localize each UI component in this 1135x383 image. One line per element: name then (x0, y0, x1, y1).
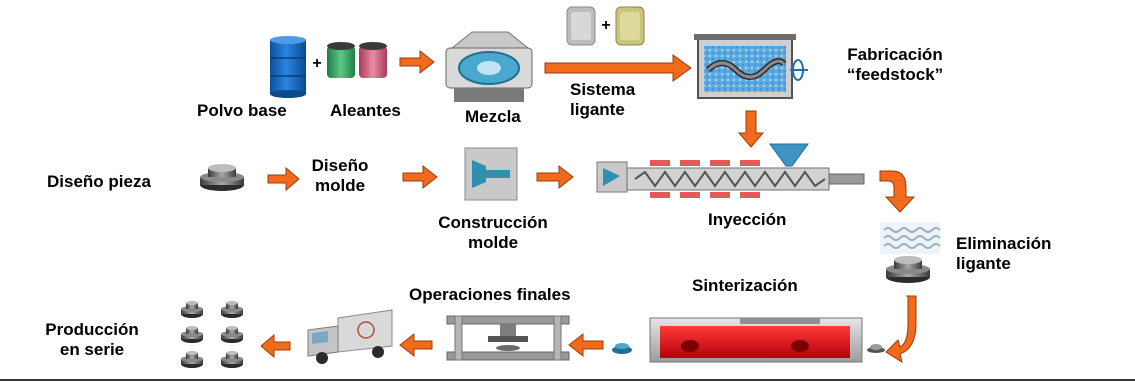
label-sinterizacion: Sinterización (692, 276, 798, 295)
plus-sign: + (601, 17, 610, 34)
powder-barrel-icon (270, 36, 306, 98)
label-line: en serie (59, 340, 125, 359)
label-line: ligante (956, 254, 1011, 273)
label-produccion-en-serie: Producción en serie (28, 320, 156, 360)
flow-arrow (267, 166, 300, 192)
feedstock-mixer-icon (694, 34, 808, 99)
flow-arrow (544, 54, 692, 82)
label-line: Fabricación (847, 45, 943, 64)
label-line: Diseño (311, 156, 369, 175)
small-part-icon (867, 344, 885, 353)
label-line: Eliminación (956, 234, 1052, 253)
mixer-icon (445, 31, 533, 102)
label-line: molde (467, 233, 519, 252)
label-line: “feedstock” (846, 65, 944, 84)
flow-arrow (737, 110, 765, 148)
label-fabricacion-feedstock: Fabricación “feedstock” (832, 45, 958, 85)
mold-icon (464, 147, 518, 201)
label-line: Sistema (570, 80, 636, 99)
label-line: Producción (45, 320, 139, 339)
label-line: molde (314, 176, 366, 195)
part-icon (886, 256, 930, 283)
delivery-truck-icon (307, 309, 393, 364)
label-diseno-molde: Diseño molde (305, 156, 375, 196)
label-diseno-pieza: Diseño pieza (47, 172, 151, 191)
sintering-furnace-icon (649, 317, 863, 363)
injection-machine-icon (596, 143, 865, 198)
flow-arrow (536, 164, 574, 190)
flow-arrow (399, 332, 433, 358)
debinding-icon (880, 222, 941, 254)
label-operaciones-finales: Operaciones finales (409, 285, 571, 304)
alloy-can-pink-icon (359, 42, 387, 78)
flow-arrow (402, 164, 438, 190)
flow-arrow (568, 332, 604, 358)
label-construccion-molde: Construcción molde (424, 213, 562, 253)
binder-bag-gray-icon (566, 6, 596, 46)
label-polvo-base: Polvo base (197, 101, 287, 120)
flow-arrow (399, 49, 435, 75)
label-line: ligante (570, 100, 625, 119)
binder-bag-yellow-icon (615, 6, 645, 46)
press-icon (446, 315, 570, 361)
small-part-icon (612, 343, 632, 354)
bottom-rule (0, 379, 1135, 381)
plus-sign: + (312, 55, 321, 72)
mass-production-parts-icon (181, 301, 243, 368)
label-inyeccion: Inyección (708, 210, 787, 229)
label-mezcla: Mezcla (465, 107, 521, 126)
flow-arrow (885, 295, 917, 364)
flow-arrow (260, 333, 291, 359)
alloy-can-green-icon (327, 42, 355, 78)
label-eliminacion-ligante: Eliminación ligante (956, 234, 1051, 274)
label-line: Construcción (438, 213, 548, 232)
part-icon (200, 164, 244, 191)
label-sistema-ligante: Sistema ligante (570, 80, 635, 120)
label-aleantes: Aleantes (330, 101, 401, 120)
flow-arrow (879, 170, 916, 213)
